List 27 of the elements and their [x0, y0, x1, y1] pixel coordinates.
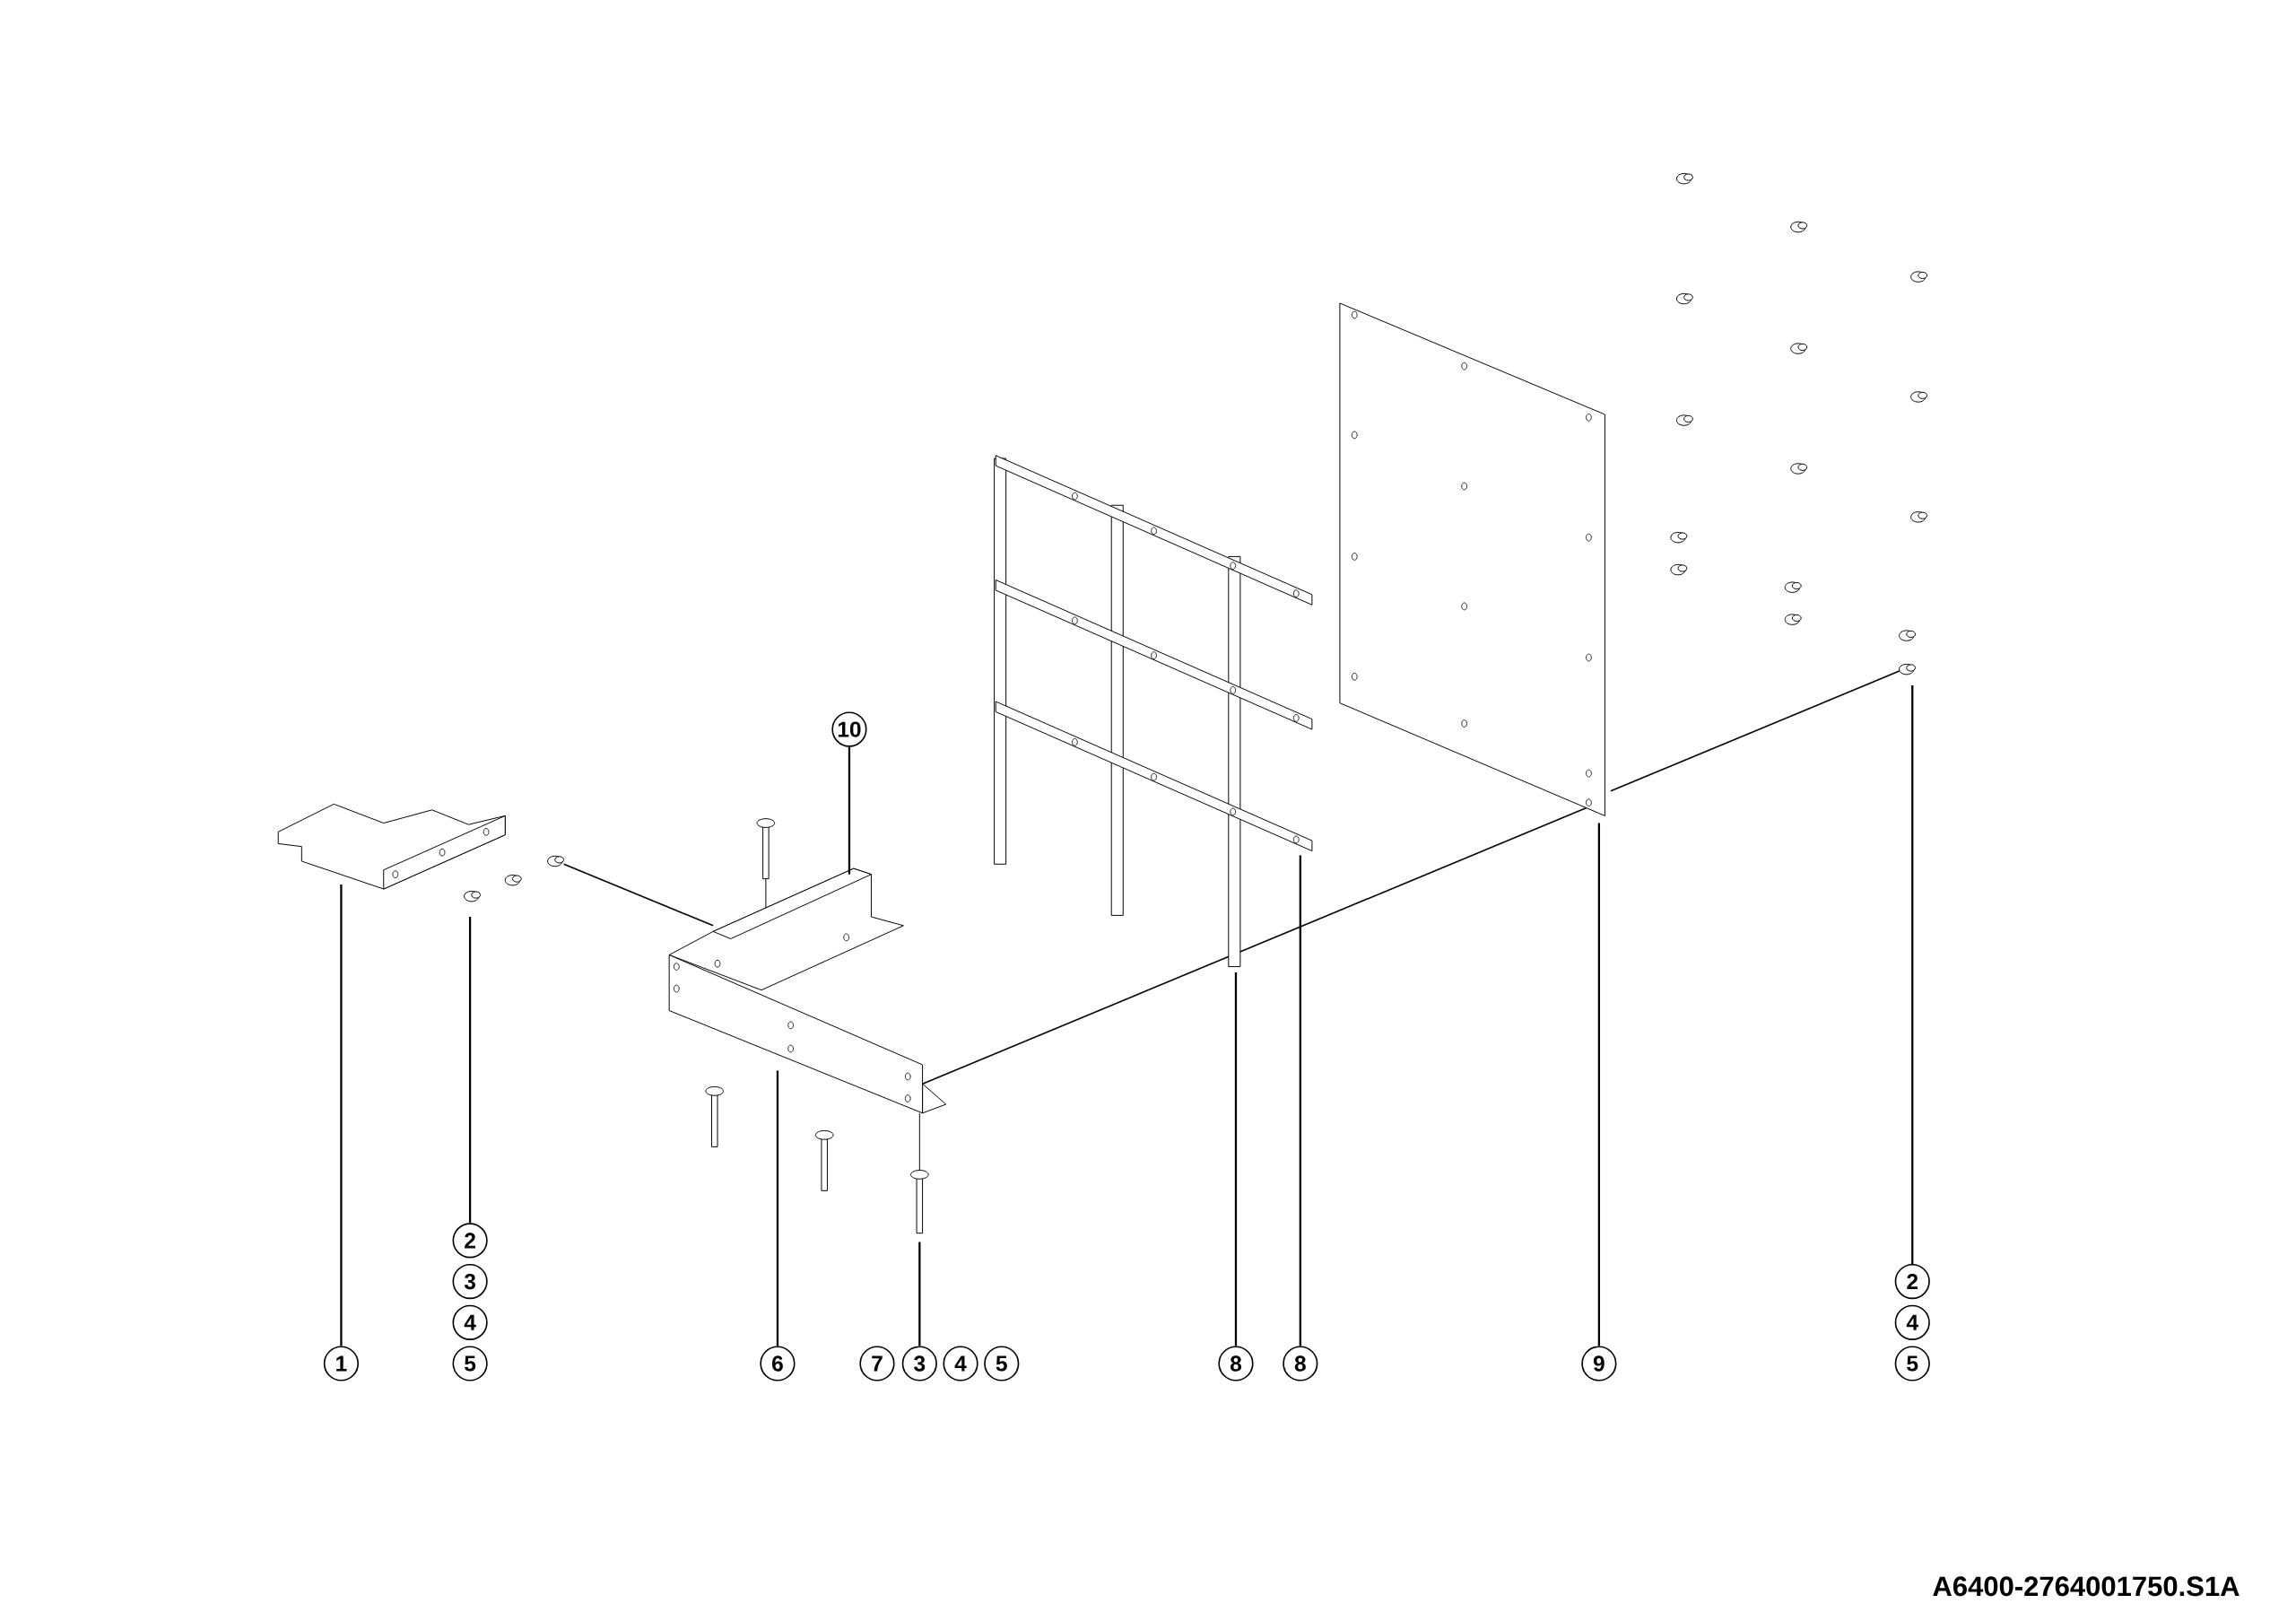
leader-line — [848, 746, 851, 875]
callout-number: 5 — [1894, 1346, 1930, 1381]
callout-number: 5 — [452, 1346, 488, 1381]
leader-line — [340, 884, 343, 1346]
leader-line — [918, 1242, 921, 1346]
callout-number: 4 — [1894, 1304, 1930, 1340]
callout-number: 8 — [1283, 1346, 1318, 1381]
callout-number: 3 — [452, 1263, 488, 1299]
callout-number: 3 — [901, 1346, 937, 1381]
callout-number: 9 — [1581, 1346, 1617, 1381]
callout-number: 8 — [1218, 1346, 1254, 1381]
leader-line — [1299, 855, 1301, 1346]
callout-number: 1 — [323, 1346, 359, 1381]
leader-line — [1234, 972, 1238, 1346]
drawing-number: A6400-2764001750.S1A — [1933, 1576, 2239, 1597]
leader-line — [1597, 823, 1601, 1346]
callout-number: 2 — [452, 1223, 488, 1259]
callout-number: 4 — [452, 1304, 488, 1340]
callout-number: 7 — [859, 1346, 895, 1381]
leader-line — [776, 1070, 779, 1346]
callout-number: 2 — [1894, 1263, 1930, 1299]
leader-line — [468, 916, 472, 1224]
callout-number: 5 — [984, 1346, 1020, 1381]
callout-number: 6 — [760, 1346, 796, 1381]
callout-number: 4 — [943, 1346, 978, 1381]
callout-number: 10 — [831, 711, 867, 747]
leader-line — [1911, 684, 1914, 1264]
